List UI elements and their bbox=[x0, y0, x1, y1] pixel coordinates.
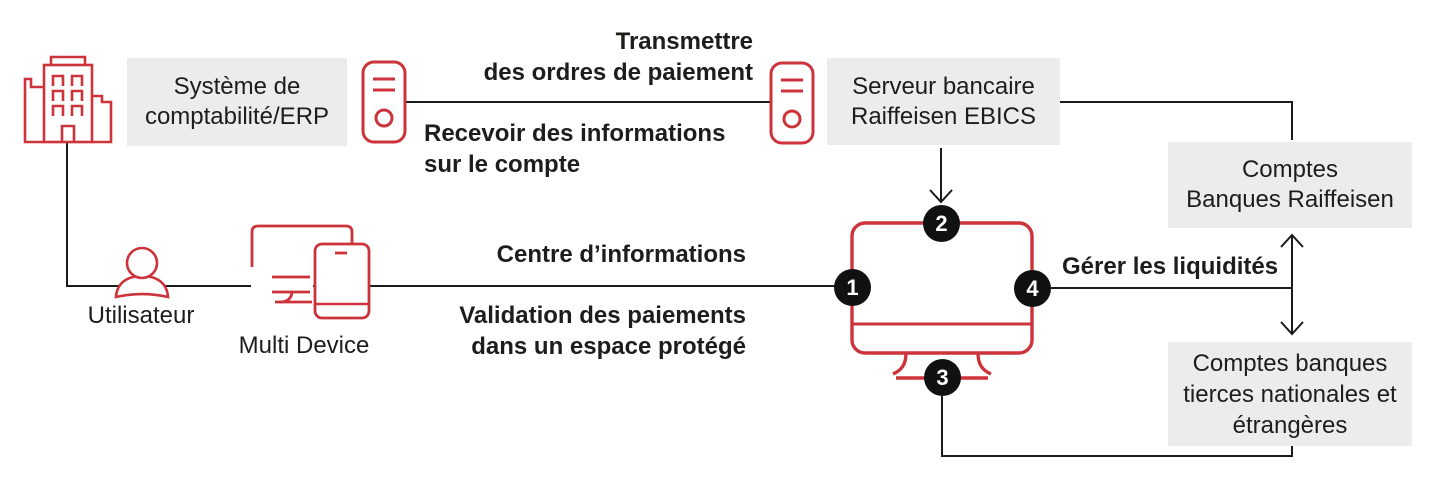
manage-liquidity-label: Gérer les liquidités bbox=[1062, 253, 1279, 280]
ebics-server-box: Serveur bancaire Raiffeisen EBICS bbox=[827, 58, 1060, 145]
third-party-accounts-box: Comptes banques tierces nationales et ét… bbox=[1168, 342, 1412, 446]
raiffeisen-accounts-box: Comptes Banques Raiffeisen bbox=[1168, 142, 1412, 228]
server-icon bbox=[769, 61, 815, 145]
multi-device-label: Multi Device bbox=[238, 332, 370, 359]
step-circle-4: 4 bbox=[1014, 270, 1051, 307]
connector-ebics-to-raiffeisen-accounts bbox=[1060, 101, 1293, 140]
information-center-label: Centre d’informations bbox=[496, 241, 746, 268]
connector-step3-to-third-party bbox=[941, 396, 1293, 457]
server-icon bbox=[361, 60, 407, 144]
step-circle-3: 3 bbox=[924, 359, 961, 396]
arrowhead-up-raiffeisen-accounts bbox=[1280, 233, 1304, 248]
payment-validation-label: Validation des paiements dans un espace … bbox=[459, 302, 746, 360]
multi-device-icon bbox=[250, 224, 371, 320]
receive-account-info-label: Recevoir des informations sur le compte bbox=[424, 120, 726, 178]
arrowhead-down-third-party-accounts bbox=[1280, 321, 1304, 336]
user-label: Utilisateur bbox=[87, 302, 195, 329]
step-circle-1: 1 bbox=[834, 269, 871, 306]
step-circle-2: 2 bbox=[923, 205, 960, 242]
user-icon bbox=[114, 246, 170, 299]
building-icon bbox=[23, 55, 113, 144]
arrowhead-down-step2 bbox=[929, 189, 953, 204]
erp-system-box: Système de comptabilité/ERP bbox=[127, 58, 347, 146]
transmit-orders-label: Transmettre des ordres de paiement bbox=[483, 28, 753, 86]
connector-erp-to-portal bbox=[66, 141, 835, 287]
